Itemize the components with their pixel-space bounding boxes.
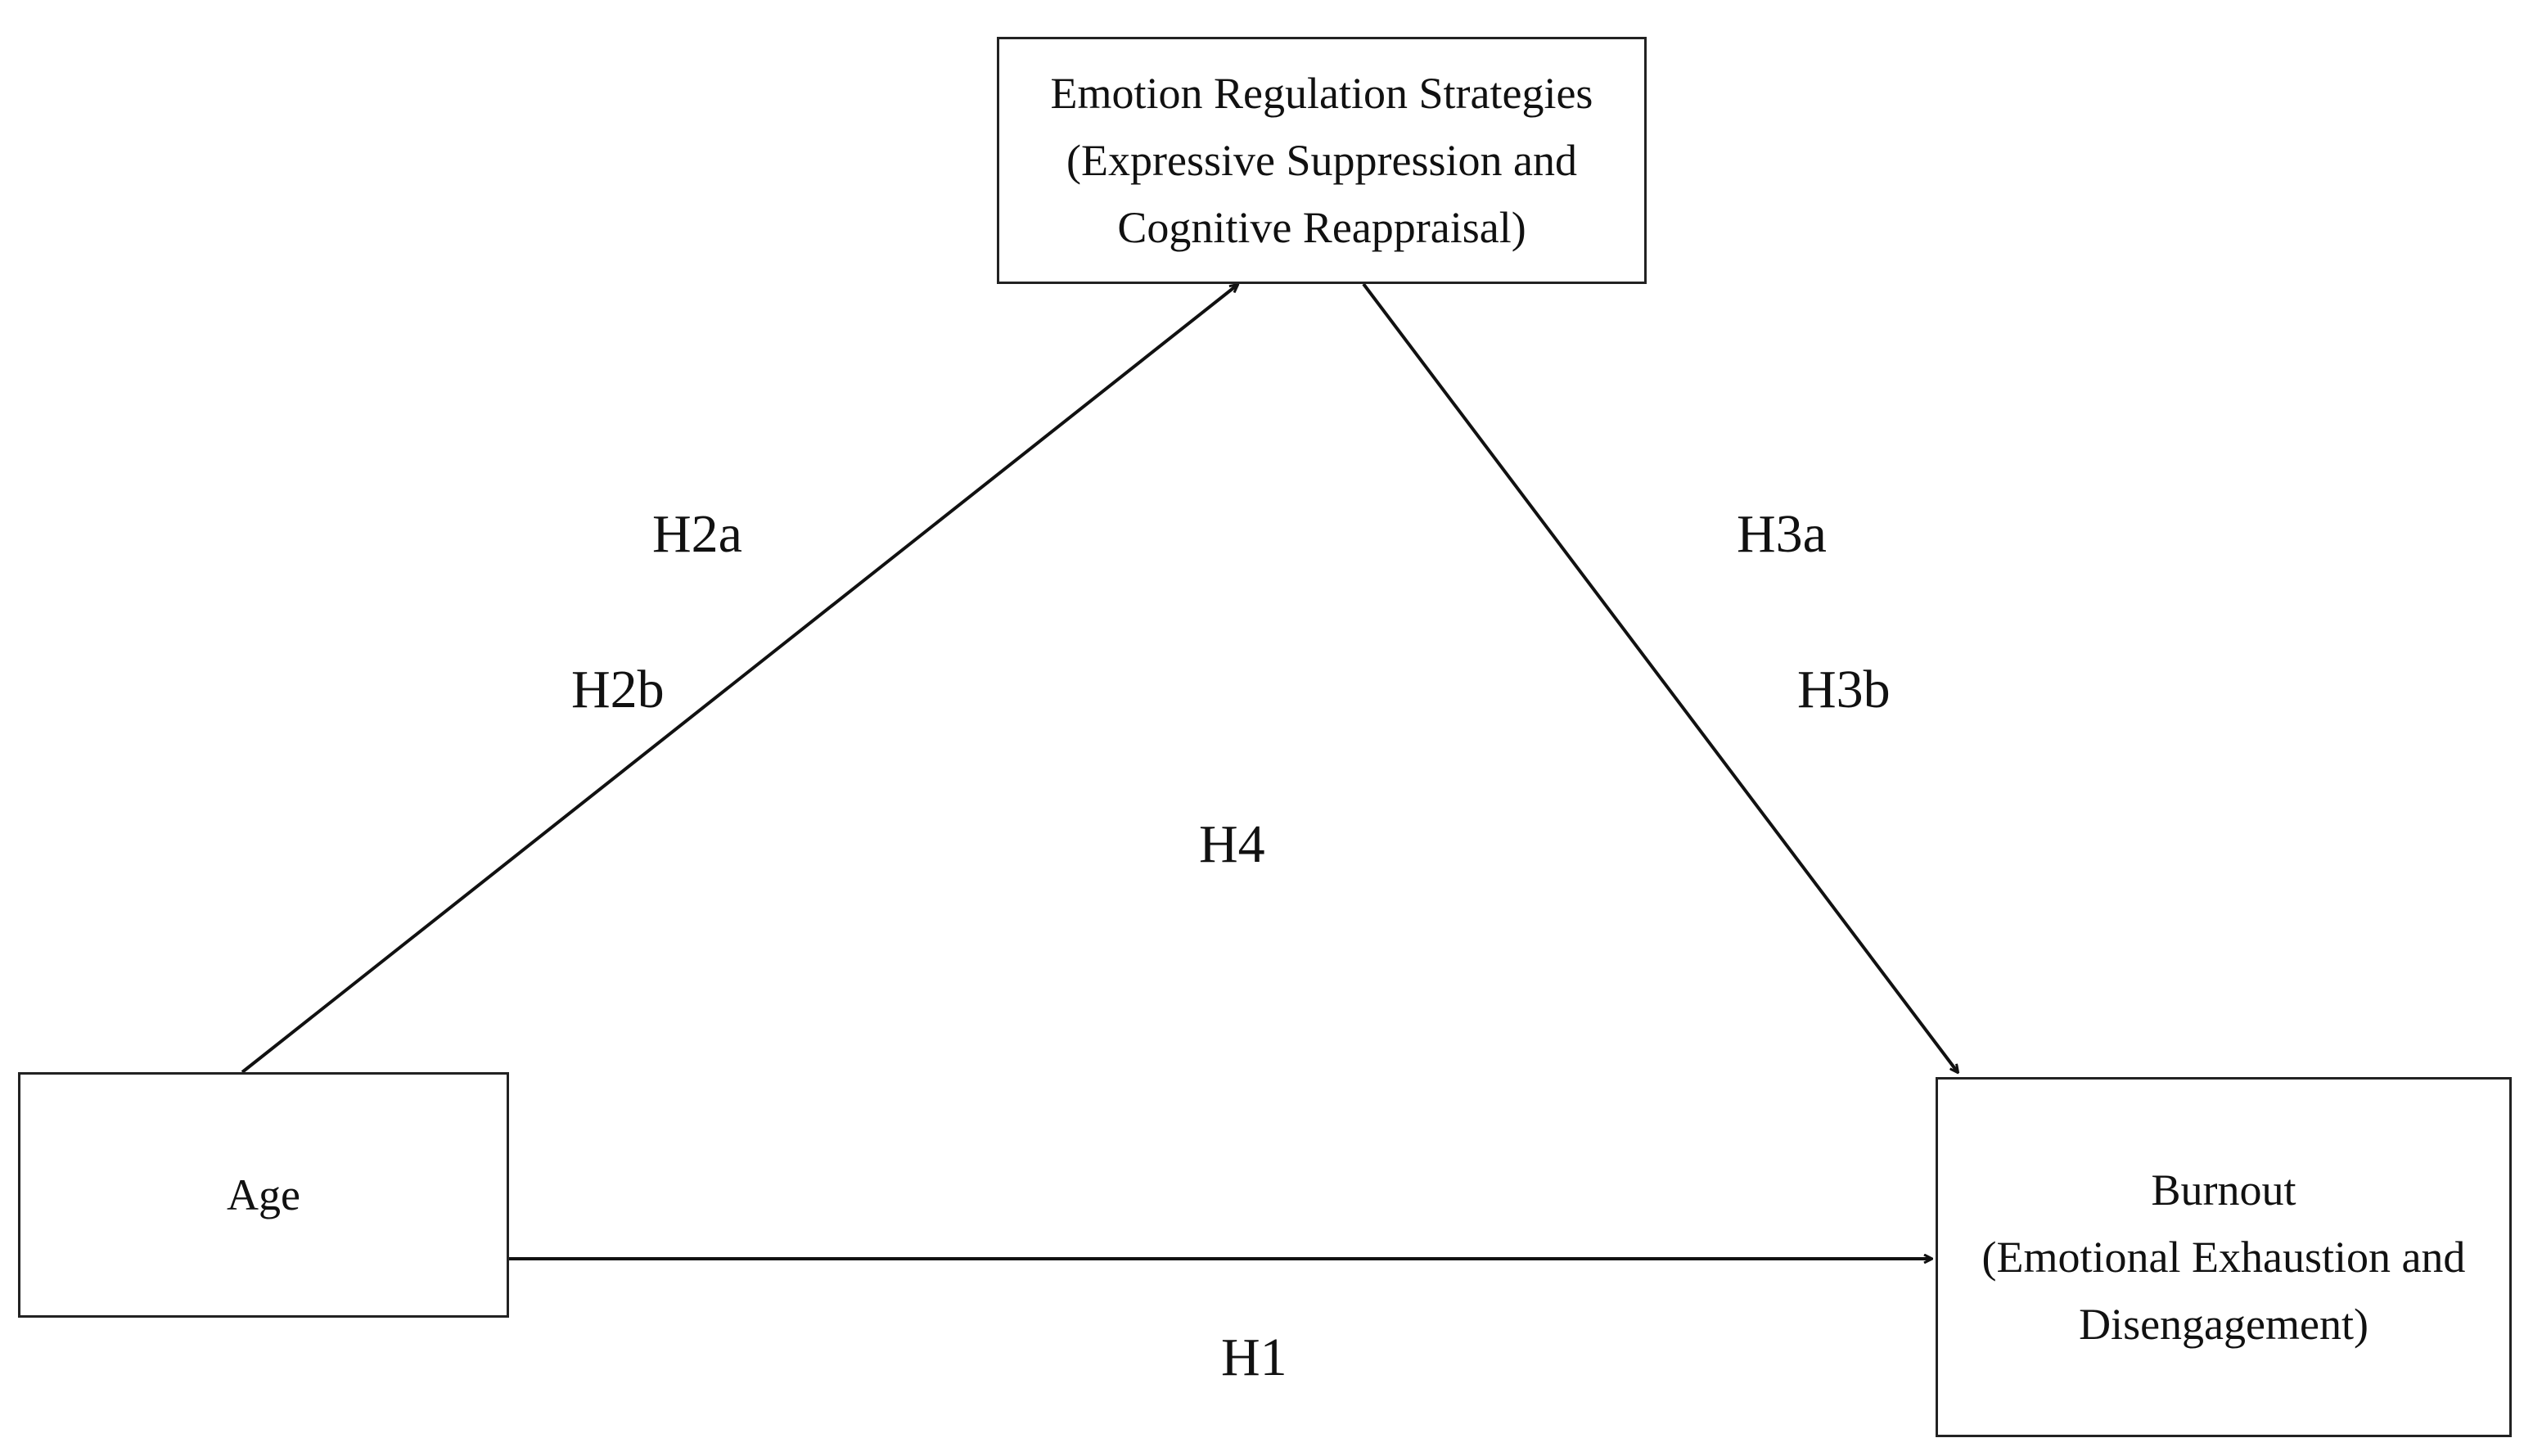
hypothesis-label-h2b: H2b [571, 660, 665, 719]
burnout-line-3: Disengagement) [2079, 1300, 2369, 1349]
emotion-regulation-line-3: Cognitive Reappraisal) [1117, 203, 1526, 252]
edge-age-to-emotion-regulation [241, 285, 1237, 1074]
emotion-regulation-line-1: Emotion Regulation Strategies [1050, 69, 1593, 118]
edge-emotion-regulation-to-burnout [1362, 282, 1958, 1072]
hypothesis-label-h4: H4 [1199, 814, 1265, 874]
hypothesis-label-h3b: H3b [1797, 660, 1891, 719]
emotion-regulation-box: Emotion Regulation Strategies (Expressiv… [997, 37, 1647, 284]
burnout-box: Burnout (Emotional Exhaustion and Diseng… [1936, 1077, 2512, 1437]
hypothesis-label-h1: H1 [1221, 1328, 1287, 1387]
age-box: Age [18, 1072, 509, 1318]
burnout-line-2: (Emotional Exhaustion and [1981, 1233, 2466, 1282]
hypothesis-label-h2a: H2a [652, 504, 742, 564]
burnout-line-1: Burnout [2151, 1165, 2296, 1215]
emotion-regulation-line-2: (Expressive Suppression and [1066, 136, 1577, 185]
hypothesis-label-h3a: H3a [1737, 504, 1827, 564]
age-label: Age [227, 1170, 300, 1219]
